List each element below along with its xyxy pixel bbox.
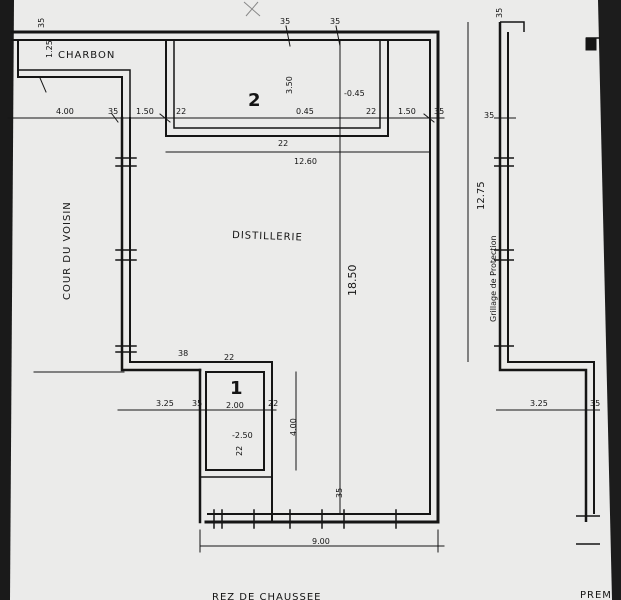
dim-150-left: 1.50: [136, 107, 154, 116]
dim-1260: 12.60: [294, 157, 317, 166]
dim-r-325: 3.25: [530, 399, 548, 408]
dim-350: 3.50: [285, 76, 294, 94]
dim-125: 1.25: [45, 40, 54, 58]
dim-r-35-low: 35: [590, 399, 600, 408]
dim-top-35-left: 35: [37, 18, 46, 28]
left-dark-edge: [0, 0, 14, 600]
label-grillage: Grillage de Protection: [489, 235, 498, 322]
dim-150-right: 1.50: [398, 107, 416, 116]
dim-r-35-top: 35: [495, 8, 504, 18]
dim-22-e: 22: [268, 399, 278, 408]
inner-wall-top-right: [11, 39, 431, 515]
left-wall-ticks: [115, 157, 137, 353]
charbon-wall-inner: [17, 69, 131, 119]
main-plan: [7, 25, 445, 553]
left-wall-outer: [120, 116, 202, 372]
label-room-2: 2: [248, 90, 261, 111]
dim-200: 2.00: [226, 401, 244, 410]
dim-35-right: 35: [434, 107, 444, 116]
dim-250-neg: -2.50: [232, 431, 253, 440]
room-1-walls: [205, 371, 265, 471]
right-wall-outer: [498, 22, 588, 522]
dim-400: 4.00: [56, 107, 74, 116]
right-dark-edge: [598, 0, 621, 600]
top-ticks: [39, 25, 435, 123]
left-wall-inner: [129, 117, 273, 523]
dim-22-d: 22: [224, 353, 234, 362]
dim-1850: 18.50: [346, 265, 359, 297]
dim-045-neg: -0.45: [344, 89, 365, 98]
dim-325: 3.25: [156, 399, 174, 408]
right-wall-inner: [507, 32, 595, 514]
label-distillerie: DISTILLERIE: [232, 230, 303, 243]
label-footer-right: PREM: [580, 590, 612, 600]
dim-045: 0.45: [296, 107, 314, 116]
room-2-walls: [165, 39, 389, 137]
dim-35-bottom: 35: [335, 488, 344, 498]
label-cour-voisin: COUR DU VOISIN: [62, 201, 73, 300]
dim-22-b: 22: [366, 107, 376, 116]
charbon-wall: [17, 39, 123, 119]
dim-38: 38: [178, 349, 188, 358]
right-plan: [467, 21, 600, 545]
dim-400-v: 4.00: [289, 418, 298, 436]
dim-22-c: 22: [278, 139, 288, 148]
dim-top-35-b: 35: [330, 17, 340, 26]
dim-r-35-left: 35: [484, 111, 494, 120]
right-black-mark: [585, 37, 597, 51]
stray-cross-mark: [243, 1, 261, 17]
label-charbon: CHARBON: [58, 50, 115, 61]
dim-900: 9.00: [312, 537, 330, 546]
dim-35-mid: 35: [108, 107, 118, 116]
dim-r-1275: 12.75: [476, 181, 487, 210]
dim-22-a: 22: [176, 107, 186, 116]
label-room-1: 1: [230, 378, 243, 399]
label-footer-left: REZ DE CHAUSSEE: [212, 592, 322, 600]
right-bottom-ticks: [576, 515, 600, 545]
dim-22-f: 22: [235, 446, 244, 456]
dim-35-low: 35: [192, 399, 202, 408]
room-2-walls-inner: [173, 39, 381, 129]
right-wall-ticks: [494, 157, 514, 347]
dim-top-35-a: 35: [280, 17, 290, 26]
bottom-wall-ticks: [213, 509, 397, 529]
